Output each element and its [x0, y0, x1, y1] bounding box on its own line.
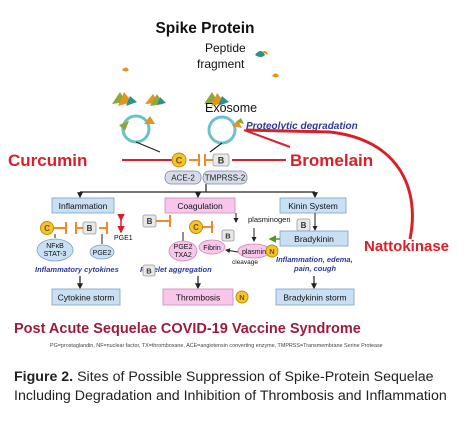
bromelain-degradation-line: [243, 129, 291, 148]
svg-text:B: B: [147, 217, 153, 226]
kinin-effects-line1: Inflammation, edema,: [276, 255, 353, 264]
bromelain-label: Bromelain: [290, 151, 373, 170]
spike-protein-title: Spike Protein: [155, 20, 254, 37]
pge2-txa2-node: PGE2 TXA2: [168, 240, 198, 262]
svg-text:TXA2: TXA2: [174, 252, 192, 259]
peptide-fragment-icon: [122, 51, 279, 78]
ace2-receptor: ACE-2: [164, 170, 202, 185]
nfkb-stat3-node: NFκB STAT-3: [36, 238, 74, 262]
exosome-right: [207, 115, 244, 145]
cytokine-storm-box: Cytokine storm: [51, 288, 121, 306]
inflammation-box: Inflammation: [51, 197, 115, 214]
nattokinase-degradation-curve: [245, 128, 414, 240]
platelet-aggregation-label: Platelet aggregation: [140, 265, 212, 274]
inflammatory-cytokines-label: Inflammatory cytokines: [35, 265, 119, 274]
plasmin-to-fibrin-arrow: [225, 248, 239, 254]
syndrome-title: Post Acute Sequelae COVID-19 Vaccine Syn…: [14, 321, 361, 337]
svg-text:STAT-3: STAT-3: [44, 251, 67, 258]
diagram: Spike Protein Peptide fragment Exosome P…: [8, 20, 449, 349]
tmprss2-receptor: TMPRSS-2: [202, 170, 248, 185]
bradykinin-box: Bradykinin: [279, 230, 349, 247]
coagulation-bromelain-inhibitor: B: [142, 214, 171, 228]
coag-bromelain-plasmin: B: [221, 229, 235, 242]
bradykinin-storm-box: Bradykinin storm: [275, 288, 355, 306]
svg-text:N: N: [269, 247, 274, 256]
spike-protein-icon: [112, 92, 229, 106]
kinin-system-box: Kinin System: [279, 197, 347, 214]
svg-text:B: B: [218, 156, 225, 166]
svg-text:Thrombosis: Thrombosis: [176, 293, 220, 303]
coagulation-curcumin-inhibitor: C: [189, 220, 213, 234]
svg-text:B: B: [301, 221, 307, 230]
thrombosis-box: Thrombosis: [162, 288, 234, 306]
coag-nattokinase-badge: N: [265, 244, 279, 258]
svg-text:NFκB: NFκB: [46, 243, 64, 250]
exosome-right-arrow: [209, 142, 223, 153]
svg-text:B: B: [225, 232, 231, 241]
cleavage-label: cleavage: [232, 259, 258, 266]
peptide-label-line1: Peptide: [205, 41, 246, 55]
pge1-label: PGE1: [114, 235, 133, 242]
figure-number: Figure 2.: [14, 369, 74, 385]
svg-text:ACE-2: ACE-2: [171, 174, 195, 183]
svg-text:N: N: [239, 293, 244, 302]
svg-text:TMPRSS-2: TMPRSS-2: [205, 174, 246, 183]
plasmin-node: plasmin: [237, 243, 271, 259]
svg-text:Fibrin: Fibrin: [203, 245, 221, 252]
exosome-label: Exosome: [205, 101, 257, 115]
svg-text:B: B: [146, 267, 152, 276]
svg-text:Inflammation: Inflammation: [59, 201, 108, 211]
svg-text:Bradykinin storm: Bradykinin storm: [283, 293, 346, 303]
figure-caption-text: Sites of Possible Suppression of Spike-P…: [14, 369, 447, 404]
svg-text:Coagulation: Coagulation: [177, 201, 223, 211]
kinin-bromelain-inhibitor: B: [296, 218, 311, 232]
plasminogen-label: plasminogen: [248, 215, 291, 224]
svg-text:C: C: [176, 156, 183, 166]
pge2-inflammation-node: PGE2: [89, 244, 115, 260]
svg-text:PGE2: PGE2: [174, 244, 193, 251]
curcumin-badge: C: [171, 152, 200, 168]
svg-text:PGE2: PGE2: [93, 250, 112, 257]
fibrin-node: Fibrin: [198, 239, 226, 255]
bromelain-badge: B: [204, 153, 230, 167]
exosome-left: [119, 114, 155, 144]
svg-text:C: C: [193, 223, 199, 232]
exosome-left-arrow: [135, 141, 161, 153]
thrombosis-nattokinase-badge: N: [235, 290, 249, 304]
proteolytic-label: Proteolytic degradation: [246, 121, 358, 132]
curcumin-label: Curcumin: [8, 151, 87, 170]
abbreviations-note: PG=prostaglandin, NF=nuclear factor, TX=…: [50, 343, 383, 349]
nattokinase-label: Nattokinase: [364, 238, 449, 255]
inflammation-inhibitors: C B: [40, 221, 108, 235]
svg-text:Kinin System: Kinin System: [288, 201, 338, 211]
svg-text:plasmin: plasmin: [242, 249, 266, 256]
coagulation-box: Coagulation: [164, 197, 236, 214]
svg-text:C: C: [44, 224, 50, 233]
svg-text:B: B: [87, 224, 93, 233]
kinin-effects-line2: pain, cough: [293, 264, 337, 273]
svg-text:Bradykinin: Bradykinin: [294, 234, 334, 244]
platelet-bromelain-inhibitor: B: [142, 264, 156, 277]
figure-caption: Figure 2. Sites of Possible Suppression …: [14, 368, 459, 406]
svg-text:Cytokine storm: Cytokine storm: [58, 293, 115, 303]
peptide-label-line2: fragment: [197, 57, 245, 71]
